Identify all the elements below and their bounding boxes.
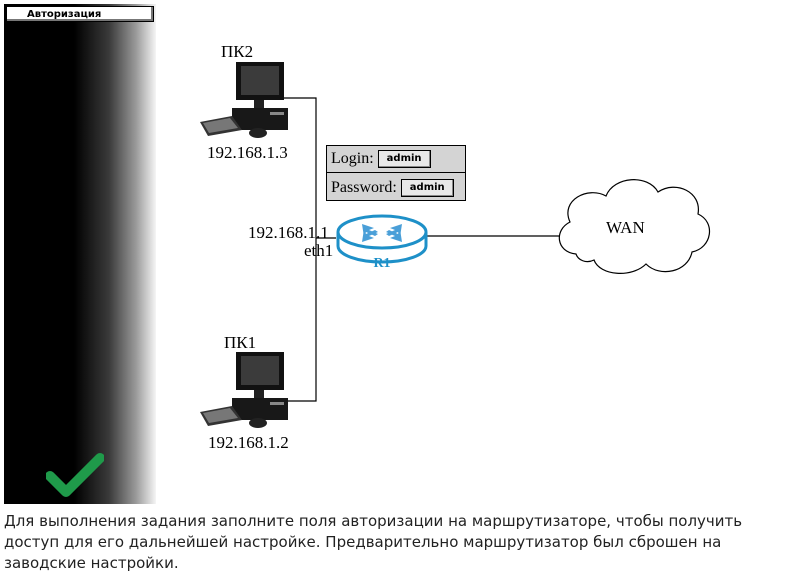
computer-icon[interactable] bbox=[196, 60, 296, 140]
wan-label: WAN bbox=[606, 218, 645, 237]
computer-icon[interactable] bbox=[196, 350, 296, 430]
pc2-name: ПК2 bbox=[221, 42, 254, 61]
login-label: Login: bbox=[331, 150, 374, 167]
pc1-ip: 192.168.1.2 bbox=[208, 433, 289, 452]
password-input[interactable]: admin bbox=[400, 178, 454, 197]
auth-form: Login: admin Password: admin bbox=[326, 145, 466, 201]
router-ip: 192.168.1.1 bbox=[248, 223, 329, 242]
login-input[interactable]: admin bbox=[377, 150, 431, 168]
pc1-name: ПК1 bbox=[224, 333, 257, 352]
router-interface: eth1 bbox=[304, 241, 334, 260]
router-name: R1 bbox=[373, 256, 390, 271]
sidebar-panel bbox=[4, 4, 156, 504]
checkmark-icon bbox=[46, 453, 104, 497]
network-links bbox=[284, 97, 560, 402]
task-description: Для выполнения задания заполните поля ав… bbox=[4, 512, 743, 572]
network-diagram bbox=[160, 0, 795, 505]
pc2-ip: 192.168.1.3 bbox=[207, 143, 288, 162]
wan-cloud-icon[interactable] bbox=[552, 170, 718, 280]
tab-authorization[interactable]: Авторизация bbox=[6, 6, 154, 22]
router-icon[interactable]: R1 bbox=[334, 204, 430, 272]
password-label: Password: bbox=[331, 178, 397, 196]
